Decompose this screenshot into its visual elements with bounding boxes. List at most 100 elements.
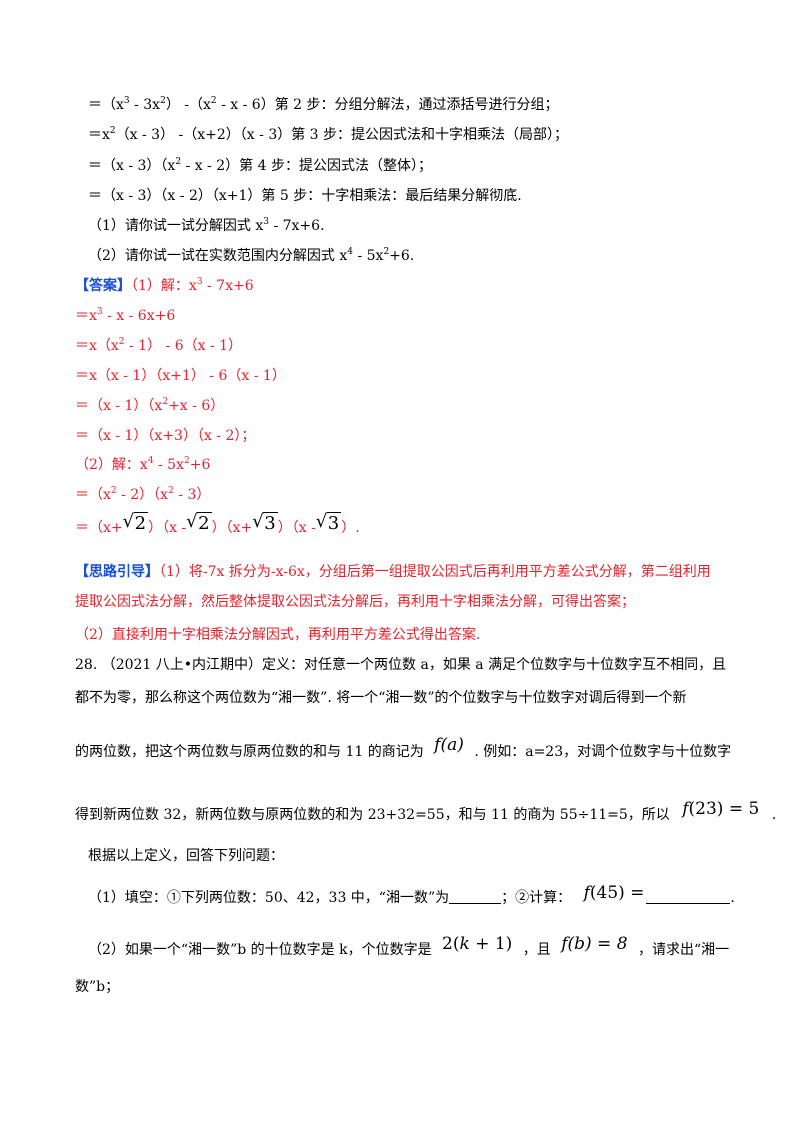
math-f-45: f(45) =	[584, 883, 645, 903]
text: ＝x	[75, 308, 97, 324]
exponent: 3	[263, 217, 269, 227]
answer-line-7: （2）解：x4 - 5x2+6	[75, 456, 210, 474]
exponent: 2	[118, 337, 125, 347]
text: - 7x+6	[202, 278, 254, 294]
exponent: 3	[96, 307, 103, 317]
radicand: 3	[263, 512, 278, 534]
problem-28-question-1: （1）填空：①下列两位数：50、42，33 中，“湘一数”为 ；②计算： f(45…	[88, 884, 735, 907]
math-arg: (b) = 8	[567, 934, 628, 954]
step-3-line: ＝x2（x - 3） -（x+2）（x - 3）第 3 步：提公因式法和十字相乘…	[88, 126, 568, 144]
problem-28-line-1: 28. （2021 八上•内江期中）定义：对任意一个两位数 a，如果 a 满足个…	[75, 657, 727, 673]
question-1: （1）请你试一试分解因式 x3 - 7x+6.	[88, 217, 325, 235]
problem-28-line-4: 得到新两位数 32，新两位数与原两位数的和为 23+32=55，和与 11 的商…	[75, 800, 776, 824]
exponent: 2	[160, 96, 166, 106]
text: +6	[189, 457, 211, 473]
exponent: 3	[196, 277, 203, 287]
math-f-23: f(23) = 5	[682, 799, 759, 819]
sqrt-2: 2	[123, 512, 149, 534]
exponent: 2	[210, 96, 217, 106]
answer-line-8: ＝（x2 - 2）（x2 - 3）	[75, 486, 210, 504]
problem-28-question-2-cont: 数”b；	[75, 979, 120, 995]
exponent: 2	[183, 456, 190, 466]
text: （1）将-7x 拆分为-x-6x，分组后第一组提取公因式后再利用平方差公式分解，…	[159, 564, 711, 580]
math-f: f	[682, 799, 689, 819]
text: （1）填空：①下列两位数：50、42，33 中，“湘一数”为	[88, 890, 450, 906]
step-5-line: ＝（x - 3）（x - 2）（x+1）第 5 步：十字相乘法：最后结果分解彻底…	[88, 188, 522, 204]
text: ＝（x	[75, 487, 111, 503]
math-f: f	[561, 934, 568, 954]
exponent: 2	[109, 126, 116, 136]
math-fb8: f(b) = 8	[561, 934, 627, 954]
text: 的两位数，把这个两位数与原两位数的和与 11 的商记为	[75, 744, 424, 760]
text: ）（x+	[211, 520, 253, 536]
answer-line-1: 【答案】（1）解：x3 - 7x+6	[75, 277, 254, 295]
text: ；②计算：	[501, 890, 572, 906]
text: （1）请你试一试分解因式 x	[88, 218, 264, 234]
text: （2）解：x	[75, 457, 148, 473]
text: ＝（x+	[75, 520, 123, 536]
text: ，且	[522, 942, 551, 958]
exponent: 2	[175, 157, 182, 167]
text: - 5x	[153, 457, 184, 473]
text: ）（x -	[148, 520, 187, 536]
math-2k1: 2(k + 1)	[442, 934, 512, 954]
math-f-a: f(a)	[434, 735, 464, 755]
answer-line-4: ＝x（x - 1）（x+1） - 6（x - 1）	[75, 368, 286, 384]
problem-28-line-3: 的两位数，把这个两位数与原两位数的和与 11 的商记为 f(a) . 例如：a=…	[75, 736, 732, 761]
math-arg: (a)	[440, 735, 464, 755]
text: ＝x（x	[75, 338, 119, 354]
guide-line-2: 提取公因式法分解，然后整体提取公因式法分解后，再利用十字相乘法分解，可得出答案；	[75, 594, 635, 610]
text: （1）解：x	[131, 278, 197, 294]
text: - 5x	[353, 248, 384, 264]
radicand: 2	[133, 512, 149, 534]
radicand: 3	[326, 512, 342, 534]
math-rest: (23) = 5	[688, 799, 760, 819]
math-rest: + 1)	[469, 934, 513, 954]
answer-line-5: ＝（x - 1）（x2+x - 6）	[75, 397, 224, 415]
problem-28-question-2: （2）如果一个“湘一数”b 的十位数字是 k，个位数字是 2(k + 1) ，且…	[88, 935, 730, 959]
guide-line-3: （2）直接利用十字相乘法分解因式，再利用平方差公式得出答案.	[75, 627, 481, 643]
math-f: f	[434, 735, 441, 755]
text: - 3x	[129, 97, 161, 113]
text: - x - 6x+6	[102, 308, 176, 324]
text: +x - 6）	[168, 398, 225, 414]
sqrt-3: 3	[316, 512, 342, 534]
answer-line-9: ＝（x+2）（x -2）（x+3）（x -3）.	[75, 512, 360, 541]
text: 得到新两位数 32，新两位数与原两位数的和为 23+32=55，和与 11 的商…	[75, 807, 670, 823]
text: ）.	[341, 520, 360, 536]
step-2-line: ＝（x3 - 3x2） -（x2 - x - 6）第 2 步：分组分解法，通过添…	[88, 96, 559, 114]
problem-28-line-2: 都不为零，那么称这个两位数为“湘一数”. 将一个“湘一数”的个位数字与十位数字对…	[75, 690, 687, 706]
guide-label: 【思路引导】	[75, 564, 159, 580]
text: .	[730, 890, 735, 906]
math-rest: 2(	[442, 934, 460, 954]
exponent: 4	[347, 247, 353, 257]
answer-blank[interactable]	[449, 903, 502, 904]
problem-28-line-5: 根据以上定义，回答下列问题：	[88, 848, 284, 864]
answer-line-3: ＝x（x2 - 1） - 6（x - 1）	[75, 337, 242, 355]
text: ） -（x	[165, 97, 211, 113]
exponent: 3	[123, 96, 130, 106]
exponent: 2	[383, 247, 390, 257]
math-rest: (45) =	[589, 883, 645, 903]
text: - 2）（x	[116, 487, 169, 503]
text: - 3）	[173, 487, 211, 503]
text: （x - 3） -（x+2）（x - 3）第 3 步：提公因式法和十字相乘法（局…	[115, 127, 569, 143]
text: ，请求出“湘一	[637, 942, 730, 958]
text: （2）如果一个“湘一数”b 的十位数字是 k，个位数字是	[88, 942, 432, 958]
exponent: 2	[162, 397, 169, 407]
text: ＝（x - 1）（x	[75, 398, 163, 414]
text: （2）请你试一试在实数范围内分解因式 x	[88, 248, 348, 264]
text: ＝（x - 3）（x	[88, 158, 176, 174]
text: ）（x -	[277, 520, 316, 536]
math-var: k	[459, 934, 470, 954]
guide-line-1: 【思路引导】（1）将-7x 拆分为-x-6x，分组后第一组提取公因式后再利用平方…	[75, 563, 711, 581]
answer-blank[interactable]	[646, 903, 731, 904]
text: . 例如：a=23，对调个位数字与十位数字	[474, 744, 732, 760]
text: - 7x+6.	[269, 218, 325, 234]
text: ＝x	[88, 127, 110, 143]
text: +6.	[389, 248, 415, 264]
text: ＝（x	[88, 97, 124, 113]
text: - 1） - 6（x - 1）	[124, 338, 243, 354]
sqrt-3: 3	[252, 512, 278, 534]
